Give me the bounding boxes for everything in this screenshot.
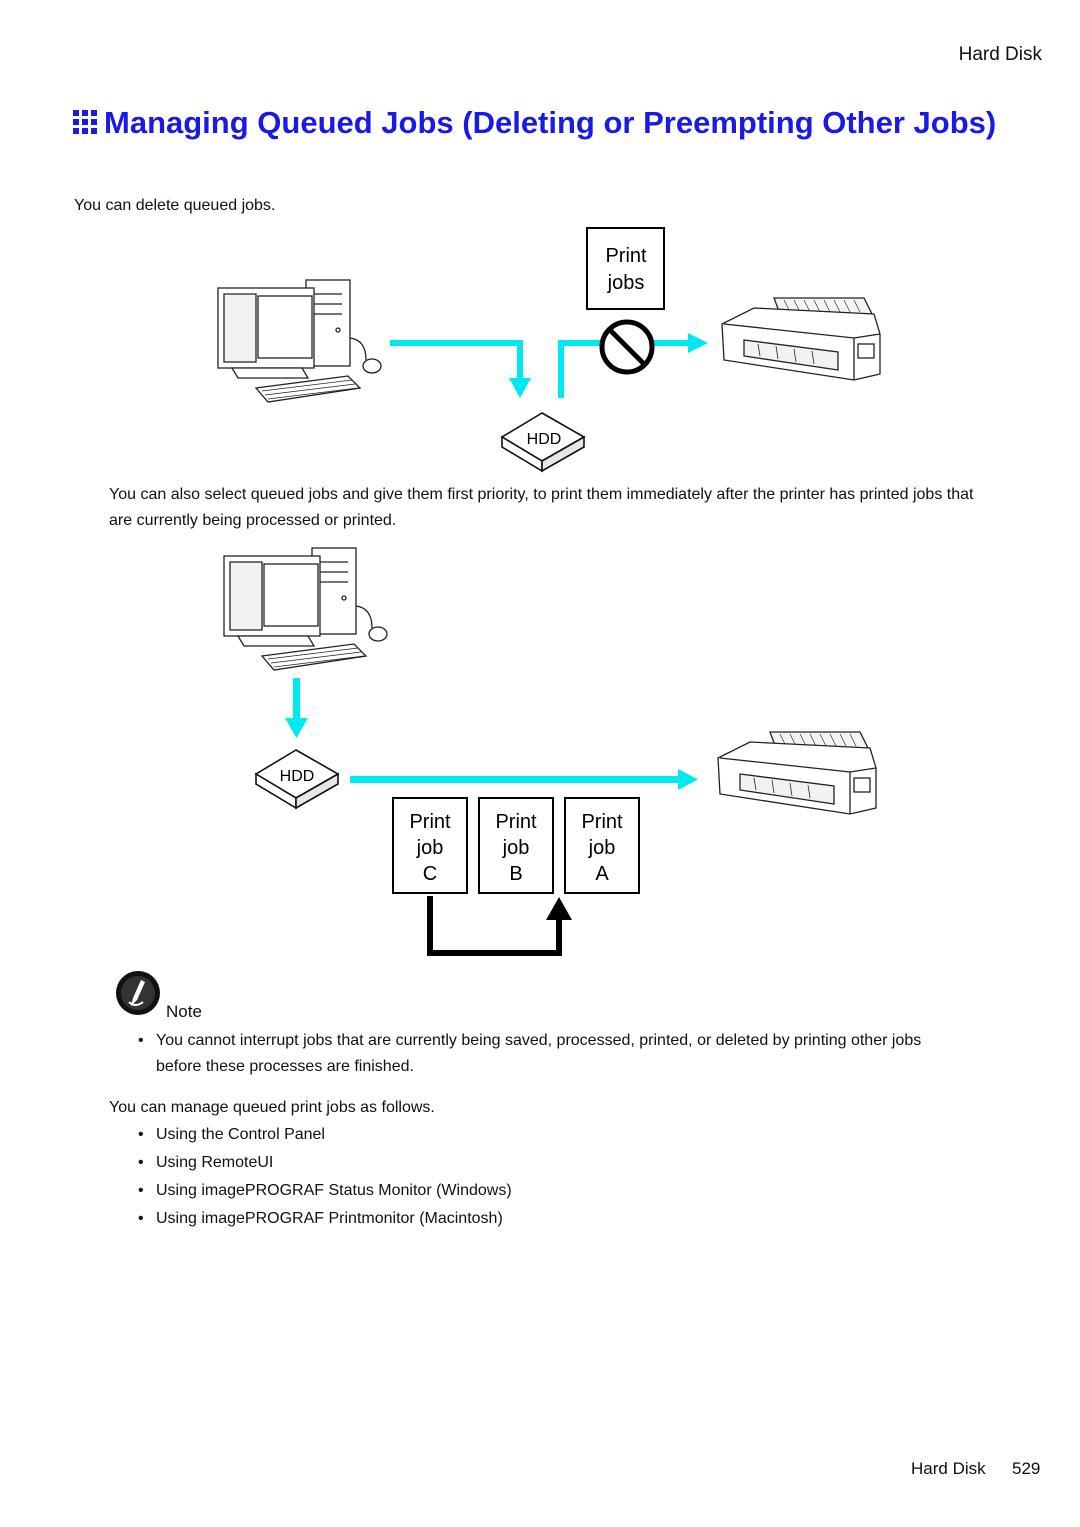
preempt-jobs-diagram: HDD Print job C Print job B Print job A xyxy=(223,547,877,956)
print-jobs-line2: jobs xyxy=(607,272,645,294)
list-item: Using the Control Panel xyxy=(138,1122,325,1148)
job-box-a: Print job A xyxy=(564,797,640,894)
footer-section: Hard Disk xyxy=(911,1459,986,1478)
hdd-icon: HDD xyxy=(500,412,586,473)
running-header: Hard Disk xyxy=(958,44,1042,65)
print-jobs-line1: Print xyxy=(605,245,647,267)
page-title: Managing Queued Jobs (Deleting or Preemp… xyxy=(72,104,1032,142)
preempt-paragraph: You can also select queued jobs and give… xyxy=(109,486,974,529)
printer-icon xyxy=(721,297,881,381)
list-item: Using RemoteUI xyxy=(138,1150,273,1176)
manage-intro: You can manage queued print jobs as foll… xyxy=(109,1099,435,1116)
job-c-line2: job xyxy=(416,837,444,859)
print-jobs-box xyxy=(586,227,665,310)
hdd-icon: HDD xyxy=(254,749,340,810)
note-item: You cannot interrupt jobs that are curre… xyxy=(138,1028,966,1080)
job-a-line1: Print xyxy=(581,811,623,833)
list-item: Using imagePROGRAF Printmonitor (Macinto… xyxy=(138,1206,503,1232)
job-a-line3: A xyxy=(595,863,609,885)
job-c-line3: C xyxy=(423,863,437,885)
hdd-label: HDD xyxy=(280,768,315,785)
preempt-arrow xyxy=(427,896,572,956)
prohibited-icon xyxy=(599,319,655,375)
computer-icon xyxy=(223,547,388,671)
job-box-c: Print job C xyxy=(392,797,468,894)
job-c-line1: Print xyxy=(409,811,451,833)
job-a-line2: job xyxy=(588,837,616,859)
arrow-to-hdd xyxy=(390,340,531,398)
arrow-to-hdd xyxy=(285,678,308,738)
job-b-line2: job xyxy=(502,837,530,859)
job-b-line1: Print xyxy=(495,811,537,833)
intro-text: You can delete queued jobs. xyxy=(74,197,276,214)
arrow-to-printer xyxy=(350,769,698,790)
page-number: 529 xyxy=(1012,1459,1041,1478)
hdd-label: HDD xyxy=(527,431,562,448)
computer-icon xyxy=(217,279,382,403)
note-icon xyxy=(116,971,160,1015)
job-box-b: Print job B xyxy=(478,797,554,894)
page-title-text: Managing Queued Jobs (Deleting or Preemp… xyxy=(104,105,997,140)
job-b-line3: B xyxy=(509,863,522,885)
note-label: Note xyxy=(166,1002,202,1021)
delete-jobs-diagram: Print jobs HDD xyxy=(217,227,881,473)
list-item: Using imagePROGRAF Status Monitor (Windo… xyxy=(138,1178,512,1204)
printer-icon xyxy=(717,731,877,815)
section-grid-icon xyxy=(73,110,97,134)
